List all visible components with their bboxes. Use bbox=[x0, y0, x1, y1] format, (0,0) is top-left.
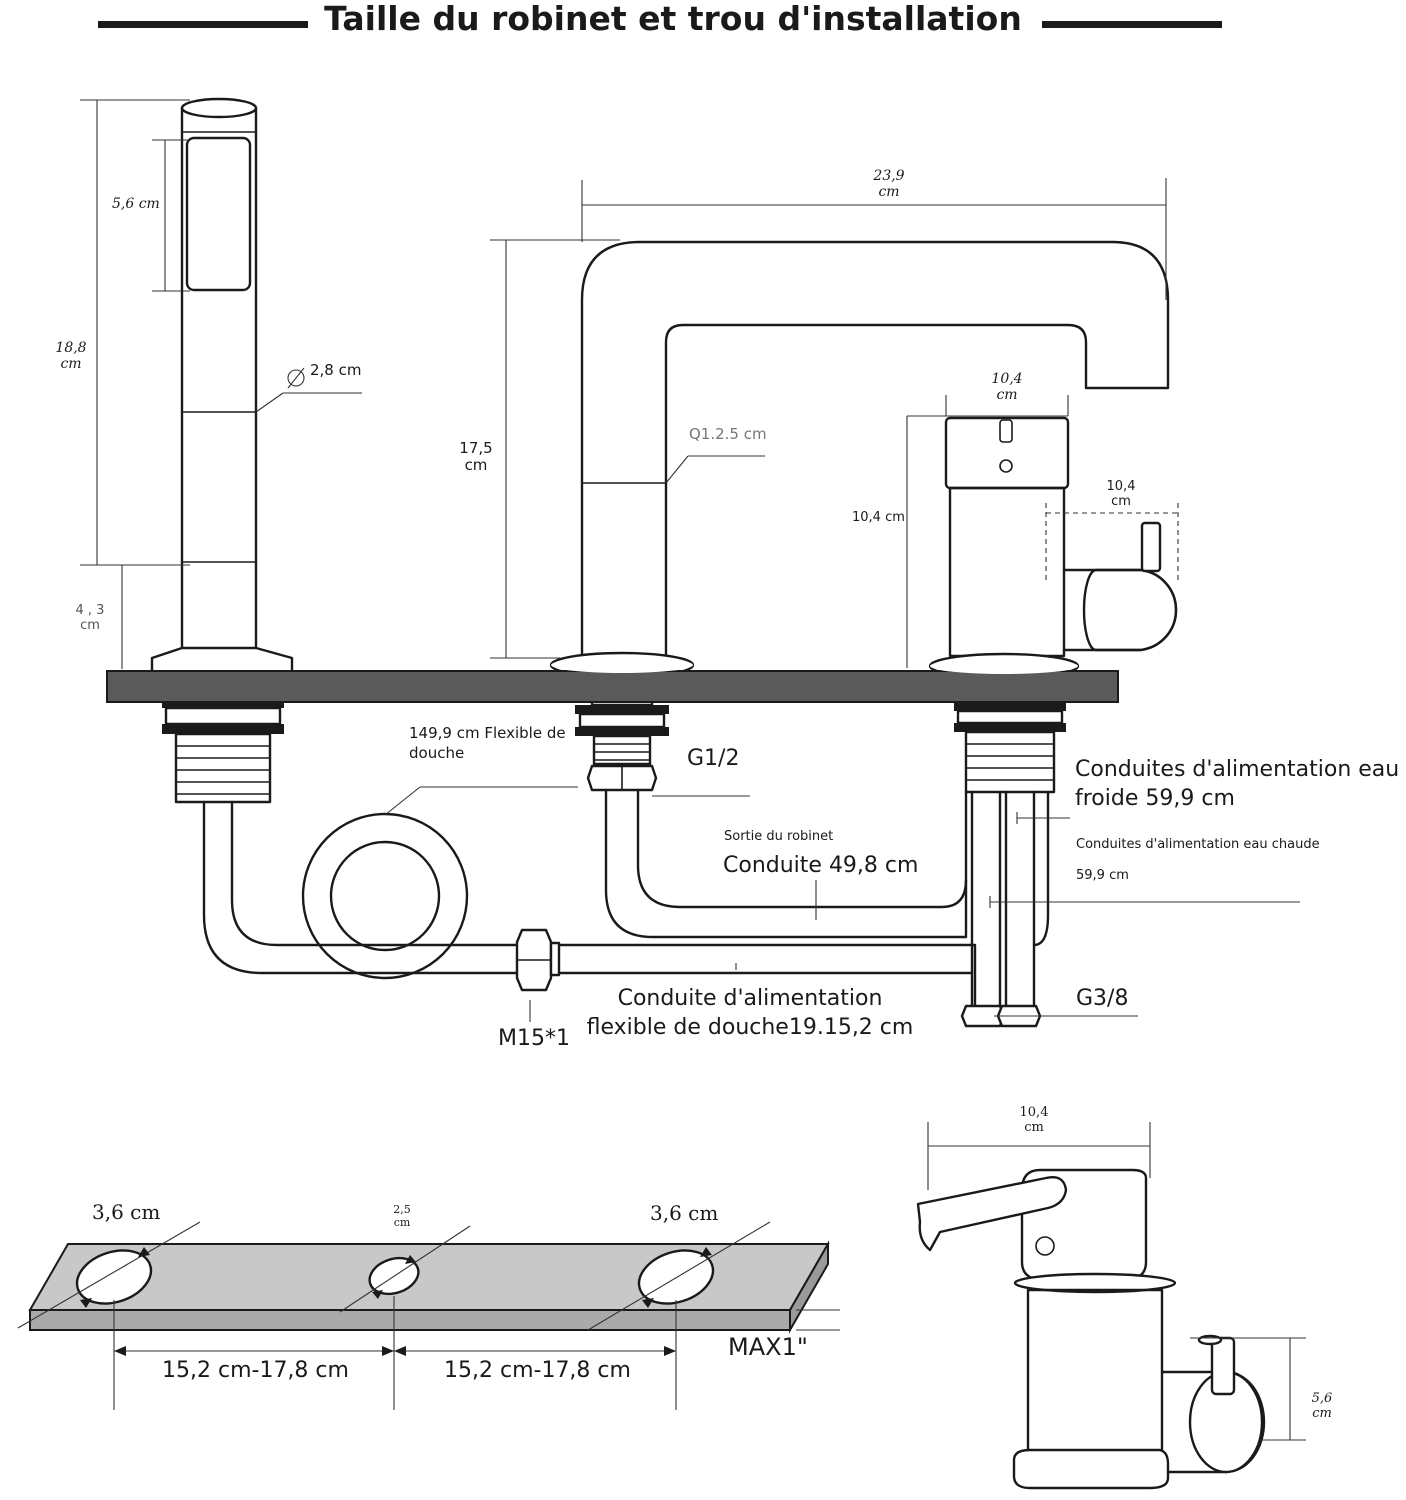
countertop bbox=[106, 670, 1119, 703]
label-outlet-hose: Conduite 49,8 cm bbox=[723, 853, 919, 878]
label-hot-supply-title: Conduites d'alimentation eau chaude bbox=[1076, 837, 1320, 852]
label-spout-reach: 23,9 cm bbox=[873, 168, 905, 201]
dimension-lines bbox=[80, 99, 1300, 1022]
label-spout-height: 17,5 cm bbox=[459, 439, 493, 475]
mixing-valve bbox=[928, 416, 1178, 794]
label-hole-right: 3,6 cm bbox=[650, 1201, 719, 1225]
label-cold-supply: Conduites d'alimentation eau froide 59,9… bbox=[1075, 757, 1400, 811]
label-thread-g12: G1/2 bbox=[687, 746, 740, 771]
label-hole-middle: 2,5 cm bbox=[393, 1203, 411, 1229]
label-shower-supply: Conduite d'alimentation flexible de douc… bbox=[586, 986, 914, 1040]
label-lever-width: 10,4 cm bbox=[1106, 479, 1136, 509]
label-valve-height: 10,4 cm bbox=[852, 510, 905, 525]
label-valve-top-width: 10,4 cm bbox=[991, 371, 1023, 404]
label-spacing-right: 15,2 cm-17,8 cm bbox=[444, 1358, 631, 1383]
label-spray-head-length: 5,6 cm bbox=[112, 196, 160, 212]
page-title: Taille du robinet et trou d'installation bbox=[324, 0, 1022, 38]
label-hole-left: 3,6 cm bbox=[92, 1200, 161, 1224]
label-thread-m15: M15*1 bbox=[498, 1026, 570, 1051]
hoses bbox=[202, 788, 1050, 1028]
label-holder-height: 4 , 3 cm bbox=[75, 603, 105, 633]
label-shower-hose: 149,9 cm Flexible de douche bbox=[409, 724, 566, 762]
title-rules bbox=[98, 21, 1222, 28]
label-thread-g38: G3/8 bbox=[1076, 986, 1129, 1011]
spray-face bbox=[185, 136, 252, 292]
label-max-thickness: MAX1" bbox=[728, 1333, 808, 1361]
label-spacing-left: 15,2 cm-17,8 cm bbox=[162, 1358, 349, 1383]
label-hot-supply-length: 59,9 cm bbox=[1076, 868, 1129, 883]
valve-detail bbox=[916, 1122, 1306, 1490]
label-spout-tube: Q1.2.5 cm bbox=[689, 425, 767, 443]
label-hand-shower-diameter: 2,8 cm bbox=[310, 361, 362, 379]
mounting-plate bbox=[17, 1221, 840, 1410]
label-hand-shower-height: 18,8 cm bbox=[55, 340, 87, 373]
label-outlet-caption: Sortie du robinet bbox=[724, 829, 834, 844]
label-detail-width: 10,4 cm bbox=[1019, 1105, 1049, 1135]
label-detail-height: 5,6 cm bbox=[1311, 1391, 1333, 1421]
